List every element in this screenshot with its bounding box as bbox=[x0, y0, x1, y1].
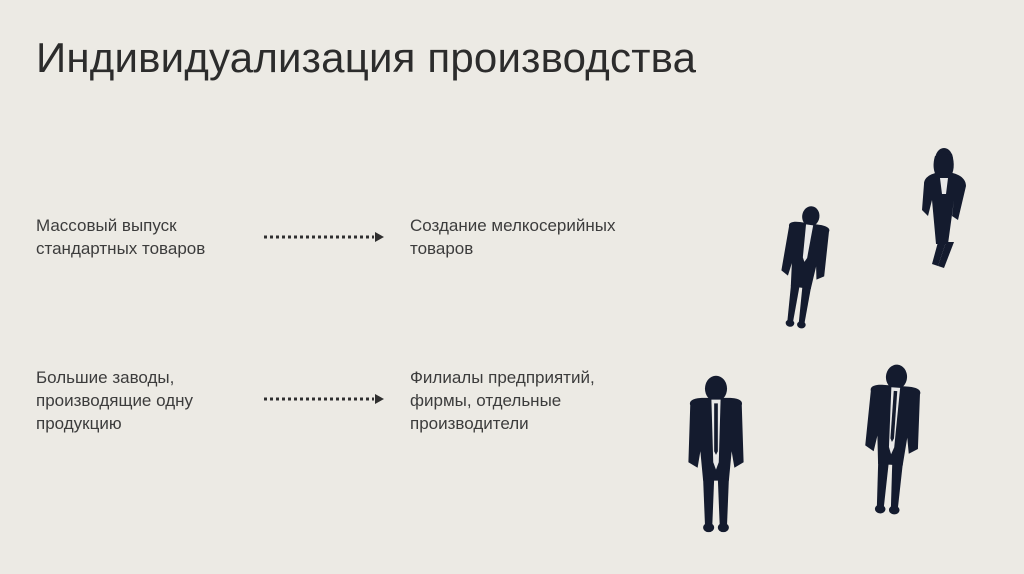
dotted-arrow-icon bbox=[264, 394, 384, 404]
dotted-arrow-icon bbox=[264, 232, 384, 242]
business-person-silhouette-icon bbox=[773, 203, 834, 331]
row-1-to-text: Создание мелкосерийных товаров bbox=[410, 216, 616, 258]
business-person-silhouette-icon bbox=[688, 375, 744, 533]
row-1-from-text: Массовый выпуск стандартных товаров bbox=[36, 216, 206, 258]
row-2-to-text: Филиалы предприятий, фирмы, отдельные пр… bbox=[410, 368, 595, 433]
slide-title: Индивидуализация производства bbox=[36, 34, 697, 81]
row-2-from-text: Большие заводы, производящие одну продук… bbox=[36, 368, 194, 433]
business-person-silhouette-icon bbox=[860, 362, 924, 516]
business-person-silhouette-icon bbox=[922, 148, 966, 268]
